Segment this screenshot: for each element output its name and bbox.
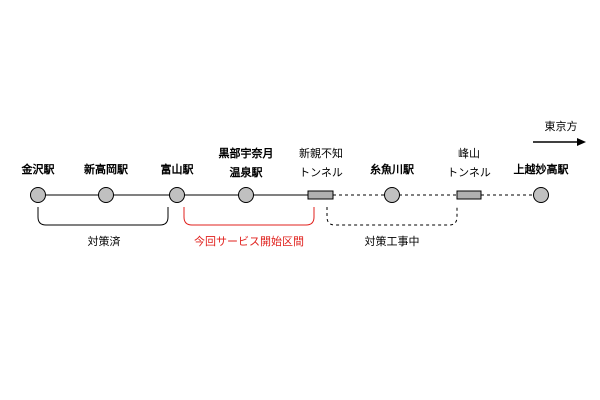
tunnel-label-shinoyashirazu: 新親不知 トンネル <box>299 144 343 182</box>
station-toyama <box>169 187 185 203</box>
station-joetsu-myoko <box>533 187 549 203</box>
station-kurobe-unazuki-onsen <box>238 187 254 203</box>
station-itoigawa <box>384 187 400 203</box>
section-label-under-construction: 対策工事中 <box>364 235 420 248</box>
station-label-kurobe-unazuki-onsen: 黒部宇奈月 温泉駅 <box>219 144 274 182</box>
tunnel-label-line1: 新親不知 <box>299 147 343 160</box>
station-label-joetsu-myoko: 上越妙高駅 <box>513 163 569 176</box>
station-shin-takaoka <box>98 187 114 203</box>
station-label-itoigawa: 糸魚川駅 <box>370 163 414 176</box>
tunnel-mineyama <box>456 190 482 200</box>
station-label-kanazawa: 金沢駅 <box>21 163 55 176</box>
section-label-completed: 対策済 <box>87 235 121 248</box>
tunnel-shinoyashirazu <box>307 190 334 200</box>
station-label-toyama: 富山駅 <box>160 163 194 176</box>
station-kanazawa <box>30 187 46 203</box>
section-label-new-service: 今回サービス開始区間 <box>194 235 304 248</box>
tunnel-label-line1: 峰山 <box>458 147 480 160</box>
direction-label: 東京方 <box>544 120 578 133</box>
tunnel-label-line2: トンネル <box>447 166 491 179</box>
station-label-shin-takaoka: 新高岡駅 <box>84 163 128 176</box>
bracket-completed <box>37 207 169 226</box>
tunnel-label-line2: トンネル <box>299 166 343 179</box>
bracket-under-construction <box>326 207 458 226</box>
station-label-line2: 温泉駅 <box>229 166 263 179</box>
tunnel-label-mineyama: 峰山 トンネル <box>447 144 491 182</box>
bracket-new-service <box>183 207 315 226</box>
station-label-line1: 黒部宇奈月 <box>218 147 274 160</box>
direction-arrowhead <box>577 138 586 146</box>
